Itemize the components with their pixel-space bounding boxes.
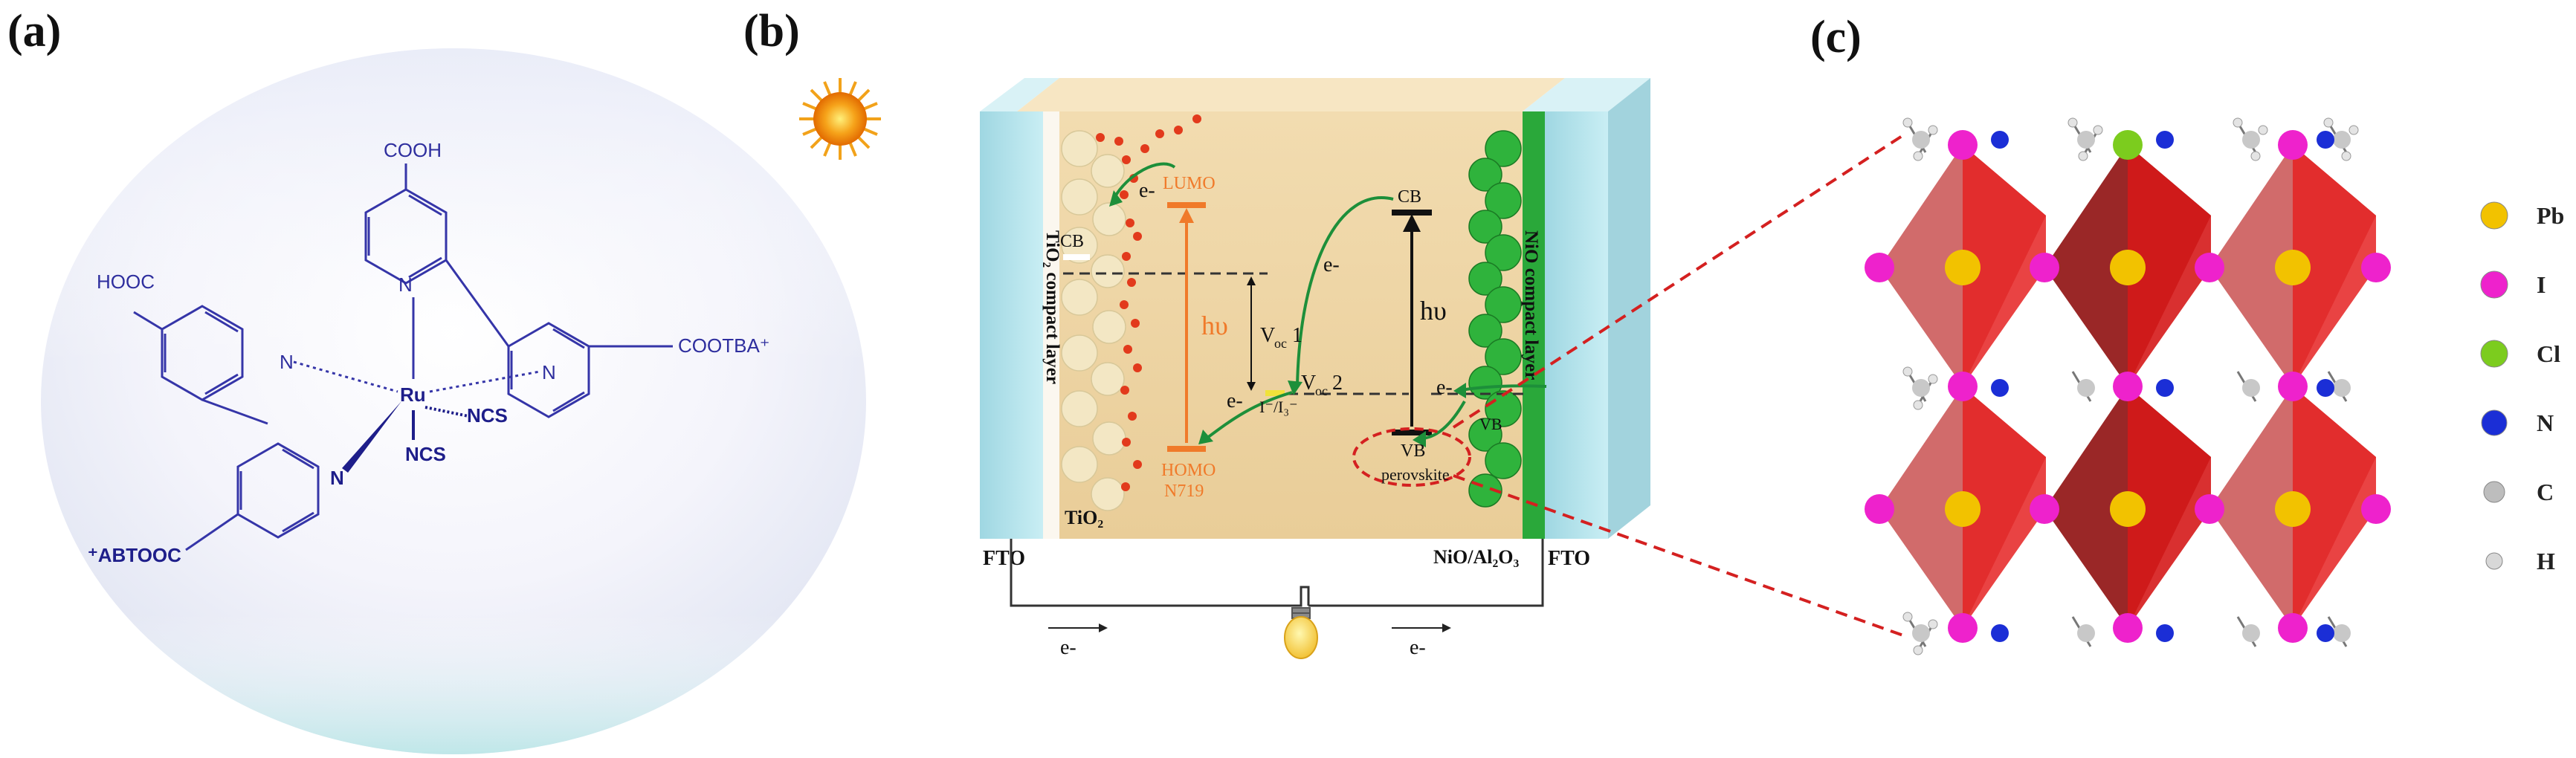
tio2-label: TiO₂ <box>1065 507 1103 528</box>
atom-legend: PbI ClN C H <box>2481 202 2564 574</box>
panel-c-label: (c) <box>1810 12 1862 62</box>
ncs-label-1: NCS <box>467 404 508 427</box>
legend-swatch-i <box>2481 271 2508 298</box>
cooh-label: COOH <box>384 139 442 161</box>
homo-bar <box>1167 446 1206 452</box>
n-label-bottom: N <box>330 467 344 489</box>
legend-label-h: H <box>2537 548 2555 574</box>
legend-label-cl: Cl <box>2537 340 2560 367</box>
legend-label-i: I <box>2537 271 2546 298</box>
svg-text:1: 1 <box>1292 324 1302 347</box>
svg-text:e-: e- <box>1139 179 1155 202</box>
legend-swatch-pb <box>2481 202 2508 229</box>
tio2-compact-layer-label: TiO₂ compact layer <box>1042 230 1062 384</box>
legend-label-pb: Pb <box>2537 202 2564 229</box>
panel-b-device: LUMO HOMO N719 CB CB VB VB perovskite hυ… <box>799 78 1650 659</box>
vb-right-label: VB <box>1401 441 1425 461</box>
cb-right-label: CB <box>1398 187 1421 207</box>
cell-top <box>1017 78 1565 111</box>
fto-left-layer <box>980 111 1043 539</box>
legend-swatch-h <box>2486 553 2502 569</box>
n-label-top: N <box>398 273 413 296</box>
svg-text:V: V <box>1260 324 1275 347</box>
svg-text:e-: e- <box>1436 376 1453 399</box>
legend-swatch-cl <box>2481 340 2508 367</box>
chloride-atom <box>2113 130 2143 160</box>
fto-right-side <box>1608 78 1650 539</box>
vb-small-label: VB <box>1479 415 1502 433</box>
cootba-label: COOTBA⁺ <box>678 334 770 357</box>
circuit-electron-right: e- <box>1410 636 1426 659</box>
fto-right-label: FTO <box>1548 547 1590 570</box>
n719-label: N719 <box>1164 482 1204 501</box>
legend-swatch-c <box>2484 482 2505 502</box>
hooc-label: HOOC <box>97 271 155 293</box>
molecule-background-tint <box>41 48 866 754</box>
fto-right-layer <box>1545 111 1608 539</box>
hv-left-label: hυ <box>1201 311 1228 340</box>
svg-text:oc: oc <box>1315 383 1328 398</box>
panel-b-label: (b) <box>743 6 800 56</box>
svg-text:2: 2 <box>1332 372 1343 395</box>
n-label-right: N <box>542 361 556 383</box>
legend-label-n: N <box>2537 409 2554 436</box>
panel-a-label: (a) <box>7 6 61 56</box>
lumo-bar <box>1167 202 1206 208</box>
lumo-label: LUMO <box>1163 174 1216 193</box>
redox-label: I⁻/I₃⁻ <box>1259 398 1298 416</box>
lightbulb-icon <box>1285 608 1317 658</box>
hv-right-label: hυ <box>1420 296 1447 325</box>
n-label-left: N <box>280 351 294 373</box>
panel-c-crystal <box>1865 118 2391 655</box>
svg-text:e-: e- <box>1323 253 1340 276</box>
legend-label-c: C <box>2537 479 2554 505</box>
sun-icon <box>799 78 881 160</box>
abtooc-label: ⁺ABTOOC <box>88 544 181 566</box>
nio-compact-layer-label: NiO compact layer <box>1521 230 1541 380</box>
homo-label: HOMO <box>1161 461 1216 480</box>
ru-label: Ru <box>400 383 426 406</box>
cb-tio2-bar <box>1063 254 1090 260</box>
cell-body <box>1059 111 1523 539</box>
circuit-electron-left: e- <box>1060 636 1076 659</box>
perovskite-label: perovskite <box>1381 465 1450 484</box>
svg-text:e-: e- <box>1227 389 1243 412</box>
legend-swatch-n <box>2482 410 2507 435</box>
svg-text:oc: oc <box>1274 336 1287 351</box>
cb-left-label: CB <box>1060 232 1084 251</box>
ncs-label-2: NCS <box>405 443 446 465</box>
fto-left-label: FTO <box>983 547 1025 570</box>
svg-text:V: V <box>1301 372 1316 395</box>
current-arrows <box>1048 623 1451 632</box>
panel-a-molecule: COOH HOOC COOTBA⁺ ⁺ABTOOC Ru N N N N NCS… <box>41 48 866 754</box>
nio-al2o3-label: NiO/Al₂O₃ <box>1433 546 1519 568</box>
